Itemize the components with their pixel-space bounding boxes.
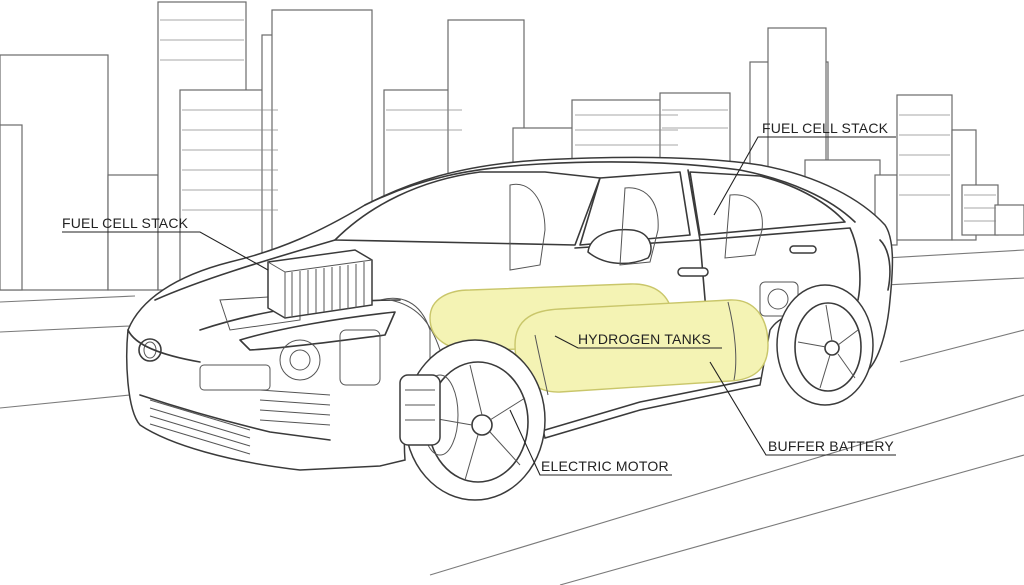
leader-fuel-cell-right [713,136,896,216]
engine-bay-components [199,281,799,391]
rear-wheel [776,284,874,406]
hydrogen-tanks [429,283,769,396]
label-fuel-cell-stack-right: FUEL CELL STACK [762,120,889,136]
fuel-cell-stack-front [267,249,373,319]
leader-lines [62,136,896,476]
label-hydrogen-tanks: HYDROGEN TANKS [578,331,711,347]
seats [509,183,763,271]
leader-buffer-battery [709,361,896,456]
leader-hydrogen-tanks [554,335,722,349]
building-floor-lines [160,19,996,222]
label-fuel-cell-stack-left: FUEL CELL STACK [62,215,189,231]
leader-electric-motor [509,409,672,476]
road [0,249,1024,585]
emblem-icon [138,338,162,362]
front-grill [149,389,331,455]
electric-motor [399,374,441,446]
label-electric-motor: ELECTRIC MOTOR [541,458,669,474]
leader-fuel-cell-left [62,231,269,271]
label-buffer-battery: BUFFER BATTERY [768,438,894,454]
